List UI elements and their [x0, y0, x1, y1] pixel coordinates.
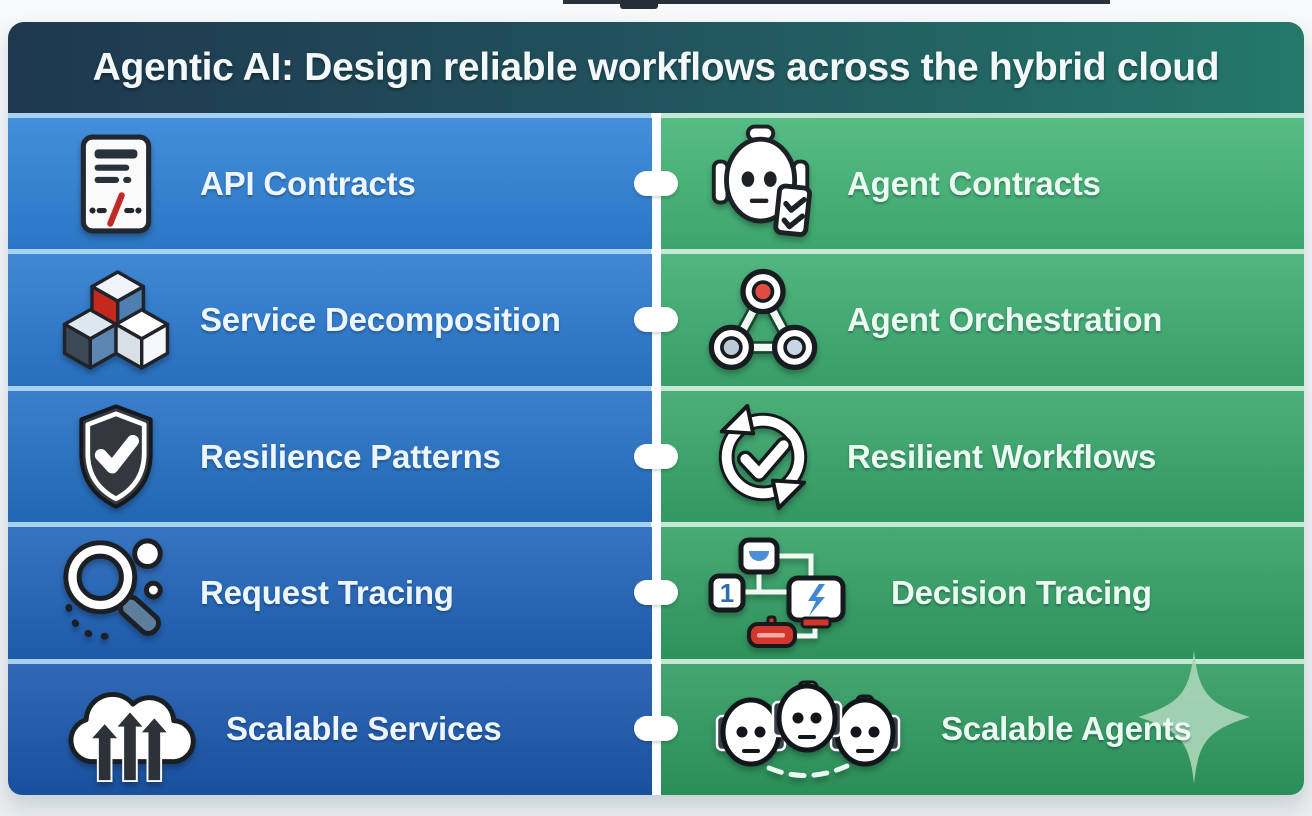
- item-label: Scalable Services: [226, 710, 502, 748]
- decision-flowchart-icon: 1: [703, 532, 867, 654]
- comparison-row: API Contracts: [8, 118, 1304, 250]
- microservices-item-api-contracts: API Contracts: [8, 118, 657, 250]
- cycle-check-icon: [703, 396, 823, 518]
- api-contract-document-icon: [56, 123, 176, 245]
- item-label: Agent Orchestration: [847, 301, 1163, 339]
- magnifier-trace-icon: [56, 532, 176, 654]
- connector-arrow: [634, 171, 678, 196]
- node-triangle-icon: [703, 259, 823, 381]
- comparison-rows: API Contracts: [8, 113, 1304, 795]
- item-label: Request Tracing: [200, 573, 454, 611]
- microservices-item-service-decomposition: Service Decomposition: [8, 254, 657, 386]
- cubes-icon: [56, 259, 176, 381]
- item-label: Decision Tracing: [891, 573, 1152, 611]
- agentic-item-agent-orchestration: Agent Orchestration: [657, 254, 1304, 386]
- microservices-item-request-tracing: Request Tracing: [8, 527, 657, 659]
- connector-arrow: [634, 307, 678, 332]
- agentic-item-scalable-agents: Scalable Agents: [657, 663, 1304, 795]
- comparison-row: Request Tracing 1: [8, 527, 1304, 659]
- comparison-card: Agentic AI: Design reliable workflows ac…: [8, 22, 1304, 795]
- decision-node-label: 1: [720, 578, 734, 608]
- connector-arrow: [634, 716, 678, 741]
- item-label: Service Decomposition: [200, 301, 561, 339]
- header-banner: Agentic AI: Design reliable workflows ac…: [8, 22, 1304, 113]
- item-label: API Contracts: [200, 164, 416, 202]
- comparison-row: Scalable Services: [8, 663, 1304, 795]
- item-label: Resilience Patterns: [200, 437, 501, 475]
- comparison-row: Service Decomposition Agent Orches: [8, 254, 1304, 386]
- connector-arrow: [634, 580, 678, 605]
- robot-checklist-icon: [703, 123, 823, 245]
- agentic-item-agent-contracts: Agent Contracts: [657, 118, 1304, 250]
- connector-arrow: [634, 444, 678, 469]
- agentic-item-decision-tracing: 1 Decision Tracing: [657, 527, 1304, 659]
- page-title: Agentic AI: Design reliable workflows ac…: [92, 45, 1220, 89]
- window-edge-artifact: [563, 0, 1110, 4]
- robot-trio-icon: [703, 668, 917, 790]
- window-edge-notch: [620, 0, 658, 9]
- comparison-row: Resilience Patterns Resilient Workflows: [8, 390, 1304, 523]
- microservices-item-resilience-patterns: Resilience Patterns: [8, 390, 657, 523]
- item-label: Scalable Agents: [941, 710, 1192, 748]
- item-label: Resilient Workflows: [847, 437, 1157, 475]
- item-label: Agent Contracts: [847, 164, 1101, 202]
- shield-check-icon: [56, 396, 176, 518]
- microservices-item-scalable-services: Scalable Services: [8, 663, 657, 795]
- agentic-item-resilient-workflows: Resilient Workflows: [657, 390, 1304, 523]
- cloud-scale-arrows-icon: [56, 668, 202, 790]
